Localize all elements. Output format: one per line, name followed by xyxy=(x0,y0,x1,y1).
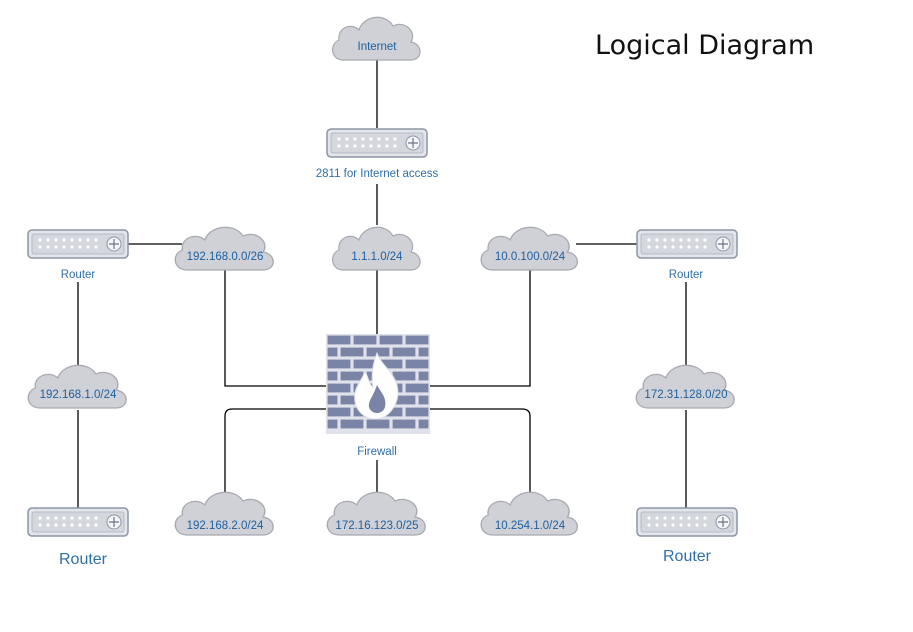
device-router-right-top xyxy=(636,229,738,259)
device-internet-router-label: 2811 for Internet access xyxy=(316,168,439,180)
device-router-right-top-label: Router xyxy=(669,269,704,281)
device-router-right-bottom-label: Router xyxy=(663,548,712,565)
cloud-net-192-168-1 xyxy=(27,364,127,409)
device-router-left-bottom-label: Router xyxy=(59,551,108,568)
cloud-net-192-168-0 xyxy=(174,226,274,271)
cloud-net-10-254-1-label: 10.254.1.0/24 xyxy=(495,520,566,532)
cloud-net-172-16-123-label: 172.16.123.0/25 xyxy=(335,520,418,532)
cloud-net-192-168-1-label: 192.168.1.0/24 xyxy=(40,389,117,401)
device-router-left-top xyxy=(27,229,129,259)
link-firewall-to-192-168-2 xyxy=(224,408,327,498)
cloud-internet: Internet xyxy=(331,16,421,61)
cloud-net-10-0-100 xyxy=(480,226,578,271)
device-router-left-top-label: Router xyxy=(61,269,96,281)
cloud-net-192-168-0-label: 192.168.0.0/26 xyxy=(187,251,264,263)
cloud-net-10-0-100-label: 10.0.100.0/24 xyxy=(495,251,566,263)
device-internet-router xyxy=(326,128,428,158)
diagram-title: Logical Diagram xyxy=(595,30,815,61)
cloud-net-1-1-1: 1.1.1.0/24 xyxy=(331,226,421,271)
cloud-net-172-31-128-label: 172.31.128.0/20 xyxy=(644,389,727,401)
link-firewall-to-10-254-1 xyxy=(428,408,531,498)
cloud-internet-label: Internet xyxy=(358,41,398,53)
link-192-168-0-to-firewall xyxy=(224,270,327,387)
cloud-net-1-1-1-label: 1.1.1.0/24 xyxy=(351,251,403,263)
links xyxy=(77,60,687,508)
firewall-icon xyxy=(326,334,430,434)
cloud-net-172-31-128 xyxy=(635,364,735,409)
firewall-label: Firewall xyxy=(357,446,397,458)
cloud-net-192-168-2-label: 192.168.2.0/24 xyxy=(187,520,264,532)
device-router-left-bottom xyxy=(27,507,129,537)
device-router-right-bottom xyxy=(636,507,738,537)
link-10-0-100-to-firewall xyxy=(428,270,531,387)
